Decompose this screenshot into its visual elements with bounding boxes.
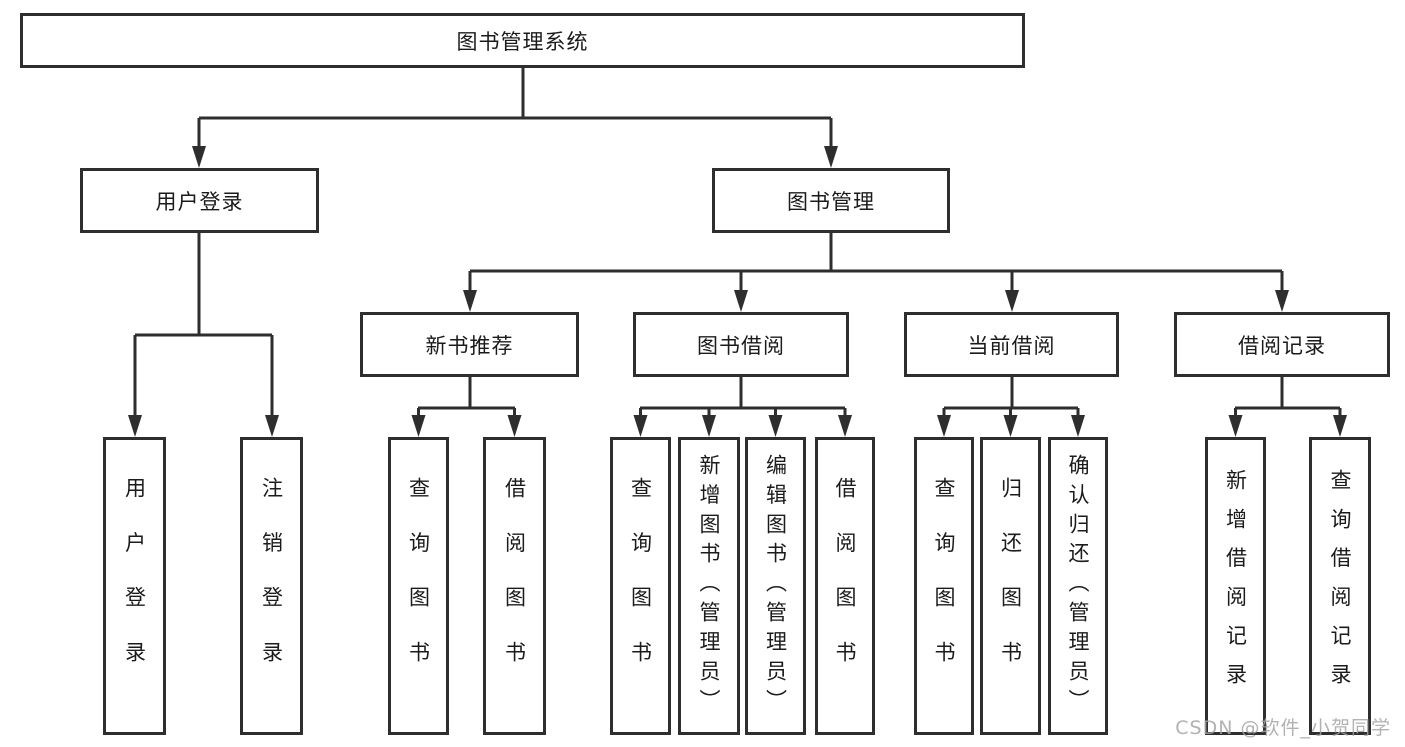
node-label: 新书推荐 [425, 333, 514, 358]
node-root: 图书管理系统 [20, 13, 1025, 68]
node-label: 新增图书（管理员） [697, 453, 721, 719]
node-label: 查询图书 [932, 476, 956, 696]
leaf-user-login: 用户登录 [103, 437, 166, 735]
node-book-borrow: 图书借阅 [633, 312, 849, 377]
node-label: 借阅图书 [833, 476, 857, 696]
node-label: 查询图书 [628, 476, 653, 696]
node-label: 图书借阅 [697, 333, 785, 358]
node-borrow-records: 借阅记录 [1174, 312, 1390, 377]
leaf-borrow-books-2: 借阅图书 [815, 437, 875, 735]
connector-paths [133, 68, 1342, 421]
leaf-borrow-books-1: 借阅图书 [483, 437, 546, 735]
leaf-query-books-2: 查询图书 [610, 437, 671, 735]
leaf-logout: 注销登录 [240, 437, 303, 735]
node-label: 借阅记录 [1238, 333, 1326, 358]
leaf-query-books-3: 查询图书 [914, 437, 974, 735]
node-label: 借阅图书 [502, 476, 527, 696]
leaf-edit-book-admin: 编辑图书（管理员） [745, 437, 806, 735]
node-label: 新增借阅记录 [1223, 469, 1248, 703]
node-label: 图书管理 [787, 189, 875, 214]
node-label: 查询图书 [406, 476, 431, 696]
node-label: 用户登录 [155, 189, 244, 214]
leaf-return-books: 归还图书 [980, 437, 1041, 735]
leaf-query-borrow-record: 查询借阅记录 [1309, 437, 1371, 735]
watermark: CSDN @软件_小贺同学 [1175, 717, 1391, 739]
node-label: 编辑图书（管理员） [763, 453, 788, 719]
leaf-confirm-return-admin: 确认归还（管理员） [1048, 437, 1108, 735]
node-label: 查询借阅记录 [1328, 469, 1352, 703]
node-current-borrow: 当前借阅 [904, 312, 1119, 377]
node-label: 归还图书 [998, 476, 1023, 696]
leaf-add-book-admin: 新增图书（管理员） [678, 437, 740, 735]
node-label: 注销登录 [259, 476, 284, 696]
node-user-login: 用户登录 [80, 168, 319, 233]
leaf-add-borrow-record: 新增借阅记录 [1205, 437, 1266, 735]
node-new-book-recommend: 新书推荐 [360, 312, 579, 377]
node-label: 图书管理系统 [456, 29, 589, 54]
node-label: 确认归还（管理员） [1066, 453, 1090, 719]
leaf-query-books-1: 查询图书 [388, 437, 449, 735]
node-label: 用户登录 [122, 476, 147, 696]
arrowhead-icons [128, 146, 1347, 437]
node-label: 当前借阅 [967, 333, 1056, 358]
node-book-management: 图书管理 [712, 168, 950, 233]
